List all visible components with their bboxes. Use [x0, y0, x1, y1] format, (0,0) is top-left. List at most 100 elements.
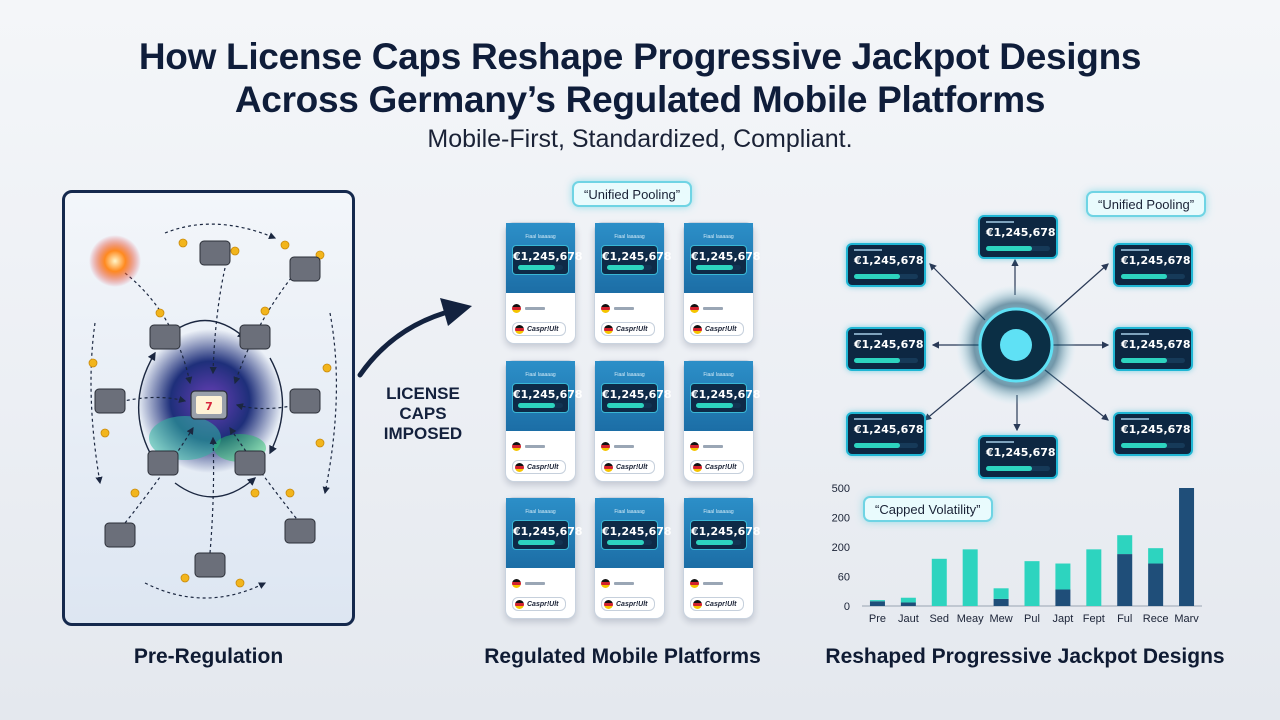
phone-jackpot-amount: €1,245,678 [690, 520, 761, 550]
phone-jackpot-amount: €1,245,678 [512, 383, 583, 413]
jackpot-card-progress [1121, 274, 1185, 279]
germany-flag-icon [693, 599, 702, 609]
phone-label: Fiaal Iaaaaag [525, 234, 556, 240]
chart-x-tick-label: Meay [957, 613, 984, 625]
chart-x-tick-label: Sed [929, 613, 949, 625]
jackpot-card: €1,245,678 [846, 412, 926, 456]
phone-info-row [512, 578, 545, 588]
phone-jackpot-amount: €1,245,678 [690, 245, 761, 275]
phone-brand-pill: Caspr!Ult [512, 597, 566, 611]
chart-x-tick-label: Marv [1174, 613, 1199, 625]
jackpot-card-amount: €1,245,678 [986, 226, 1056, 239]
unified-pool-hub-diagram [924, 258, 1110, 432]
license-caps-imposed-label: LICENSE CAPS IMPOSED [383, 384, 463, 443]
subtitle: Mobile-First, Standardized, Compliant. [427, 125, 853, 153]
hub-core [1000, 329, 1032, 361]
chart-bar-top [1117, 535, 1133, 555]
phone-header: Fiaal Iaaaaag €1,245,678 [506, 223, 583, 293]
germany-flag-icon [601, 303, 610, 313]
chart-bar-top [1086, 549, 1102, 606]
jackpot-card-amount: €1,245,678 [854, 254, 924, 267]
phone-jackpot-amount: €1,245,678 [601, 383, 672, 413]
phone-header: Fiaal Iaaaaag €1,245,678 [506, 361, 583, 431]
germany-flag-icon [515, 324, 524, 334]
chart-x-tick-label: Jaut [898, 613, 919, 625]
germany-flag-icon [512, 578, 521, 588]
phone-progress-bar [696, 265, 741, 270]
chart-bar-top [962, 549, 978, 606]
chart-bar-base [993, 598, 1009, 606]
chart-x-tick-label: Japt [1053, 613, 1074, 625]
germany-flag-icon [601, 441, 610, 451]
reshaped-designs-caption: Reshaped Progressive Jackpot Designs [825, 645, 1225, 668]
phone-jackpot-amount: €1,245,678 [601, 245, 672, 275]
jackpot-card-progress [1121, 358, 1185, 363]
phone-progress-bar [696, 403, 741, 408]
phone-brand-pill: Caspr!Ult [690, 322, 744, 336]
germany-flag-icon [693, 324, 702, 334]
phone-label: Fiaal Iaaaaag [703, 372, 734, 378]
chart-bar-base [1148, 563, 1164, 606]
phone-label: Fiaal Iaaaaag [525, 372, 556, 378]
chart-bar-base [1179, 488, 1195, 606]
jackpot-card: €1,245,678 [1113, 243, 1193, 287]
chart-y-tick-label: 500 [832, 483, 850, 495]
chart-bar-top [993, 588, 1009, 599]
jackpot-card-progress [854, 443, 918, 448]
phone-jackpot-amount: €1,245,678 [690, 383, 761, 413]
chart-y-tick-label: 0 [844, 601, 850, 613]
unified-pooling-bubble-mobile: “Unified Pooling” [572, 181, 693, 207]
germany-flag-icon [512, 441, 521, 451]
title-line-2: Across Germany’s Regulated Mobile Platfo… [234, 79, 1046, 120]
phone-label: Fiaal Iaaaaag [703, 234, 734, 240]
chart-x-tick-label: Mew [989, 613, 1012, 625]
phone-label: Fiaal Iaaaaag [614, 372, 645, 378]
germany-flag-icon [604, 599, 613, 609]
phone-info-row [690, 578, 723, 588]
phone-progress-bar [607, 403, 652, 408]
phone-info-row [512, 303, 545, 313]
phone-label: Fiaal Iaaaaag [703, 509, 734, 515]
chart-x-tick-label: Ful [1117, 613, 1132, 625]
phone-header: Fiaal Iaaaaag €1,245,678 [684, 498, 761, 568]
germany-flag-icon [601, 578, 610, 588]
chart-bar-top [1055, 563, 1071, 590]
chart-bar-top [900, 597, 916, 603]
chart-bar-top [869, 600, 885, 602]
phone-jackpot-amount: €1,245,678 [512, 520, 583, 550]
jackpot-card: €1,245,678 [978, 435, 1058, 479]
jackpot-card: €1,245,678 [846, 327, 926, 371]
phone-info-row [690, 303, 723, 313]
phone-brand-pill: Caspr!Ult [601, 322, 655, 336]
phone-progress-bar [518, 403, 563, 408]
phone-label: Fiaal Iaaaaag [614, 509, 645, 515]
jackpot-card-progress [1121, 443, 1185, 448]
chart-bar-base [869, 601, 885, 606]
phone-header: Fiaal Iaaaaag€1,245,678 [595, 223, 672, 293]
svg-text:7: 7 [205, 400, 213, 413]
phone-brand-pill: Caspr!Ult [601, 460, 655, 474]
phone-header: Fiaal Iaaaaag €1,245,678 [684, 361, 761, 431]
mobile-platforms-caption: Regulated Mobile Platforms [484, 645, 761, 668]
phone-brand-pill: Caspr!Ult [690, 460, 744, 474]
chaotic-jackpot-network-illustration: 7 [88, 223, 338, 599]
jackpot-card: €1,245,678 [846, 243, 926, 287]
chart-y-tick-label: 60 [838, 572, 850, 584]
germany-flag-icon [515, 599, 524, 609]
phone-jackpot-amount: €1,245,678 [512, 245, 583, 275]
germany-flag-icon [690, 303, 699, 313]
phone-jackpot-amount: €1,245,678 [601, 520, 672, 550]
chart-bar-top [1024, 561, 1040, 606]
phone-header: Fiaal Iaaaaag €1,245,678 [684, 223, 761, 293]
jackpot-card-progress [986, 246, 1050, 251]
chart-x-tick-label: Pul [1024, 613, 1040, 625]
phone-progress-bar [518, 265, 563, 270]
phone-info-row [601, 303, 634, 313]
germany-flag-icon [693, 462, 702, 472]
chart-bar-top [1148, 548, 1164, 564]
